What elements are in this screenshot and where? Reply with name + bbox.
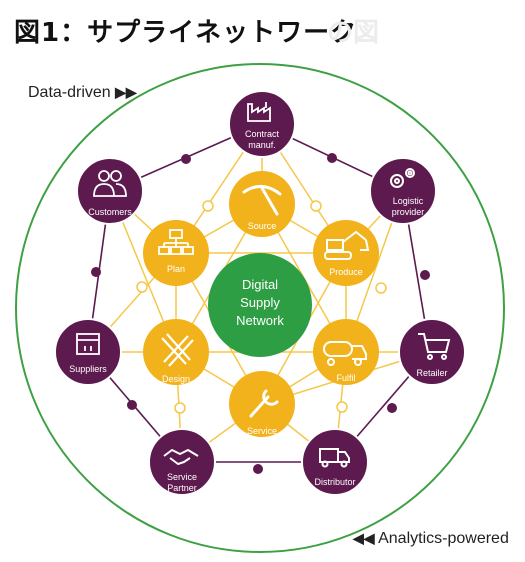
node-partner-label-2: Partner — [167, 483, 197, 493]
handshake-icon — [163, 449, 199, 465]
node-design: Design — [143, 319, 209, 385]
factory-icon — [247, 102, 271, 122]
center-line-1: Digital — [242, 277, 278, 292]
package-icon — [76, 333, 100, 355]
node-produce: Produce — [313, 220, 379, 286]
shopping-cart-icon — [418, 333, 451, 360]
node-retailer-label: Retailer — [416, 368, 447, 378]
pickaxe-icon — [242, 185, 282, 216]
org-chart-icon — [158, 229, 194, 255]
node-service-partner: Service Partner — [148, 428, 216, 496]
outer-ring — [15, 63, 505, 553]
node-suppliers: Suppliers — [54, 318, 122, 386]
node-distributor-label: Distributor — [314, 477, 355, 487]
center-line-2: Supply — [240, 295, 280, 310]
node-fulfil: Fulfil — [313, 319, 379, 385]
data-driven-text: Data-driven — [28, 84, 111, 101]
junction-dots — [136, 200, 387, 414]
analytics-powered-label: ◀◀ Analytics-powered — [353, 530, 509, 548]
pencil-ruler-icon — [161, 333, 194, 367]
node-contract-manufacturer: Contract manuf. — [228, 90, 296, 158]
node-design-label: Design — [162, 374, 190, 384]
node-source-label: Source — [248, 221, 277, 231]
node-contract-label-2: manuf. — [248, 140, 276, 150]
wrench-icon — [249, 389, 279, 418]
node-service: Service — [229, 371, 295, 437]
figure-title: 図1：サプライネットワーク — [14, 18, 358, 48]
node-logistic-label-2: provider — [392, 207, 425, 217]
node-produce-label: Produce — [329, 267, 363, 277]
node-logistic-label-1: Logistic — [393, 196, 424, 206]
node-suppliers-label: Suppliers — [69, 364, 107, 374]
node-logistic-provider: Logistic provider — [369, 157, 437, 225]
node-contract-label-1: Contract — [245, 129, 280, 139]
double-arrow-left-icon: ◀◀ — [353, 530, 375, 546]
node-customers-label: Customers — [88, 207, 132, 217]
node-partner-label-1: Service — [167, 472, 197, 482]
data-driven-label: Data-driven ▶▶ — [28, 84, 137, 102]
node-distributor: Distributor — [301, 428, 369, 496]
faded-title-suffix: の図 — [327, 18, 380, 48]
node-source: Source — [229, 171, 295, 237]
node-plan: Plan — [143, 220, 209, 286]
center-node: Digital Supply Network — [208, 253, 312, 357]
node-service-label: Service — [247, 426, 277, 436]
people-icon — [93, 170, 127, 197]
gears-icon — [390, 168, 415, 188]
node-fulfil-label: Fulfil — [336, 373, 355, 383]
node-plan-label: Plan — [167, 264, 185, 274]
double-arrow-right-icon: ▶▶ — [115, 84, 137, 100]
center-line-3: Network — [236, 313, 284, 328]
outer-link-dots — [91, 153, 430, 474]
delivery-truck-icon — [319, 448, 350, 468]
tanker-truck-icon — [323, 341, 367, 366]
node-retailer: Retailer — [398, 318, 466, 386]
node-customers: Customers — [76, 157, 144, 225]
analytics-powered-text: Analytics-powered — [378, 530, 509, 547]
excavator-icon — [324, 230, 370, 260]
